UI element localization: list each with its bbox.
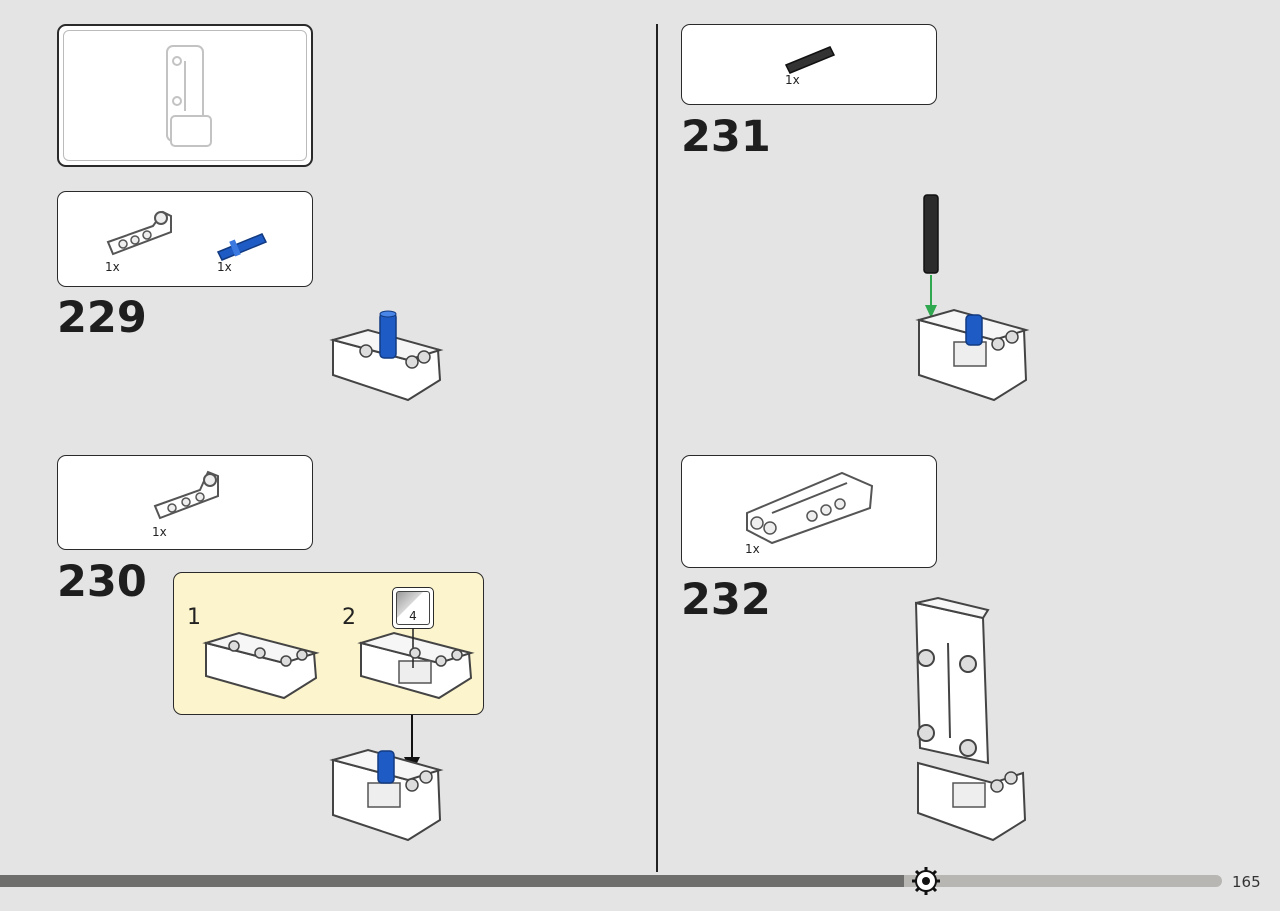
step-230-parts-list: 1x — [57, 455, 313, 550]
step-231-assembly-image — [915, 194, 1030, 402]
black-axle-part-icon — [784, 46, 836, 74]
page-number: 165 — [1232, 873, 1261, 891]
step-number-232: 232 — [681, 575, 771, 625]
step-232-parts-list: 1x — [681, 455, 937, 568]
part-quantity: 1x — [152, 525, 167, 539]
panel-part-icon — [746, 471, 874, 545]
step-232-assembly-image — [914, 596, 1027, 842]
progress-bar — [0, 875, 1222, 887]
sticker-icon — [396, 591, 430, 625]
sticker-number: 4 — [409, 609, 417, 623]
l-beam-part-icon — [106, 210, 172, 256]
part-quantity: 1x — [785, 73, 800, 87]
substep-number-2: 2 — [342, 605, 356, 630]
part-quantity: 1x — [745, 542, 760, 556]
part-quantity: 1x — [105, 260, 120, 274]
step-229-parts-list: 1x 1x — [57, 191, 313, 287]
sticker-reference-badge: 4 — [392, 587, 434, 629]
step-number-230: 230 — [57, 557, 147, 607]
step-230-assembly-image — [329, 748, 444, 842]
faded-assembly-image — [166, 45, 212, 147]
step-231-parts-list: 1x — [681, 24, 937, 105]
preview-inner-frame — [63, 30, 307, 161]
substep-number-1: 1 — [187, 605, 201, 630]
progress-gear-icon — [912, 867, 940, 895]
step-229-assembly-image — [329, 310, 444, 402]
step-230-substep-panel: 1 2 4 — [173, 572, 484, 715]
part-quantity: 1x — [217, 260, 232, 274]
blue-pin-part-icon — [216, 233, 268, 261]
l-beam-part-icon — [153, 470, 219, 520]
substep-2-beam-image — [357, 628, 475, 700]
substep-1-beam-image — [202, 631, 320, 700]
step-number-231: 231 — [681, 112, 771, 162]
page-divider — [656, 24, 658, 872]
previous-step-preview — [57, 24, 313, 167]
step-number-229: 229 — [57, 293, 147, 343]
progress-bar-fill — [0, 875, 905, 887]
